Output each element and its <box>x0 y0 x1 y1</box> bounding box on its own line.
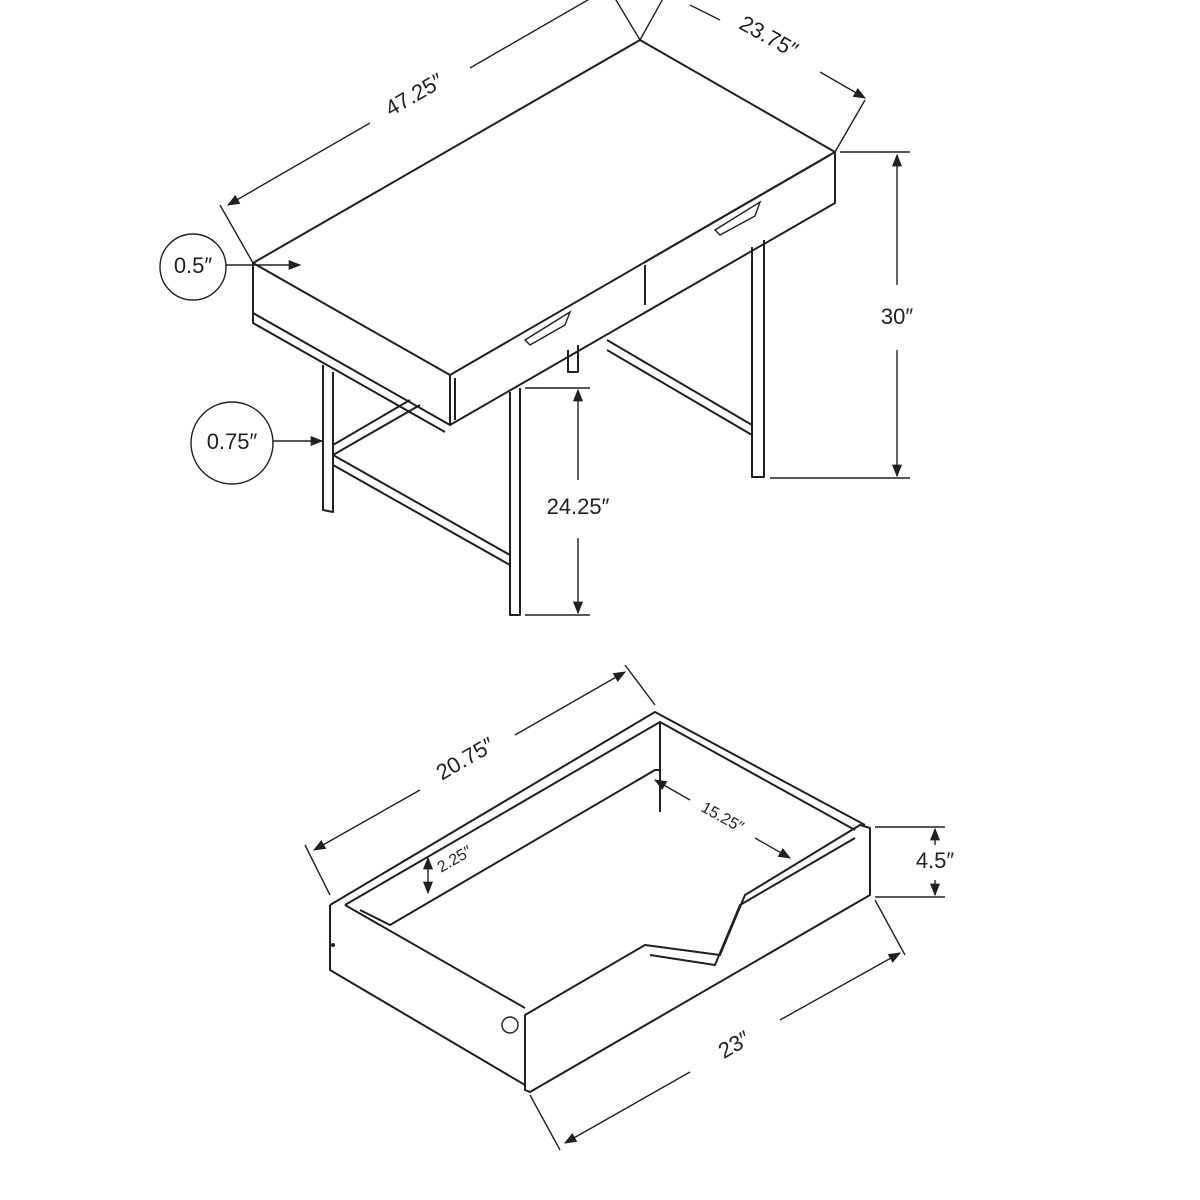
drawer-inner-depth-label: 15.25″ <box>698 799 747 836</box>
desk-width-label: 47.25″ <box>381 68 448 121</box>
drawer-outer-depth-label: 20.75″ <box>432 732 499 785</box>
drawer-width-label: 23″ <box>714 1026 755 1064</box>
desk-depth-label: 23.75″ <box>735 10 802 62</box>
desk-height-label: 30″ <box>881 304 913 329</box>
drawer-height-label: 4.5″ <box>916 848 955 873</box>
top-thickness-label: 0.5″ <box>174 253 213 278</box>
leg-thickness-label: 0.75″ <box>207 429 258 454</box>
drawer-drawing: 20.75″ 15.25″ 2.25″ 4.5″ 23″ <box>304 664 955 1151</box>
desk-clearance-label: 24.25″ <box>547 494 610 519</box>
drawer-inner-height-label: 2.25″ <box>435 843 476 876</box>
desk-drawing: 47.25″ 23.75″ 30″ 24.25″ 0.5″ 0.75″ <box>159 0 913 616</box>
